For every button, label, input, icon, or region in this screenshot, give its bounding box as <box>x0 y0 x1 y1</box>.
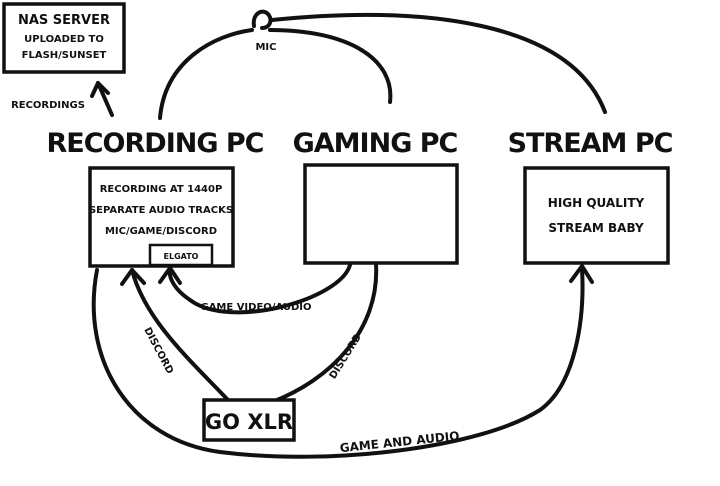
stream-pc-title: STREAM PC <box>508 128 673 159</box>
game-and-audio-arrowhead <box>569 264 594 284</box>
discord-right-label: DISCORD <box>328 332 364 381</box>
discord-left-label: DISCORD <box>141 326 175 376</box>
recording-pc-title: RECORDING PC <box>46 128 263 159</box>
recording-pc-line-2: SEPARATE AUDIO TRACKS <box>89 205 233 216</box>
nas-server-box <box>2 2 126 74</box>
stream-pc-line-1: HIGH QUALITY <box>548 196 645 210</box>
mic-label: MIC <box>255 42 276 53</box>
connector-game-and-audio <box>91 266 585 459</box>
discord-left-arrowhead <box>120 268 146 286</box>
goxlr-box <box>202 398 296 442</box>
mic-icon <box>251 9 273 30</box>
goxlr-title: GO XLR <box>205 410 293 434</box>
recording-pc-line-1: RECORDING AT 1440P <box>100 184 223 195</box>
nas-server-title: NAS SERVER <box>18 13 110 28</box>
connector-goxlr-to-recording-pc <box>130 268 230 402</box>
game-video-audio-arrowhead <box>158 266 182 285</box>
nas-server-line-2: FLASH/SUNSET <box>22 50 107 61</box>
elgato-badge <box>148 243 214 267</box>
connector-mic-to-stream-pc <box>270 12 607 114</box>
nas-server-line-1: UPLOADED TO <box>24 34 104 45</box>
connector-gaming-to-goxlr <box>270 262 379 404</box>
game-video-audio-label: GAME VIDEO/AUDIO <box>200 302 311 313</box>
recording-pc-line-3: MIC/GAME/DISCORD <box>105 226 217 237</box>
recordings-arrowhead <box>90 81 110 98</box>
connector-mic-to-gaming-pc <box>268 28 393 104</box>
elgato-label: ELGATO <box>164 252 199 261</box>
connector-recordings-arrow <box>96 81 114 117</box>
connector-mic-to-recording-pc <box>158 28 254 120</box>
connector-game-video-audio <box>167 263 352 315</box>
gaming-pc-box <box>303 163 459 265</box>
stream-pc-line-2: STREAM BABY <box>548 221 644 235</box>
stream-pc-box <box>523 166 670 265</box>
recordings-label: RECORDINGS <box>11 100 85 111</box>
gaming-pc-title: GAMING PC <box>293 128 458 159</box>
